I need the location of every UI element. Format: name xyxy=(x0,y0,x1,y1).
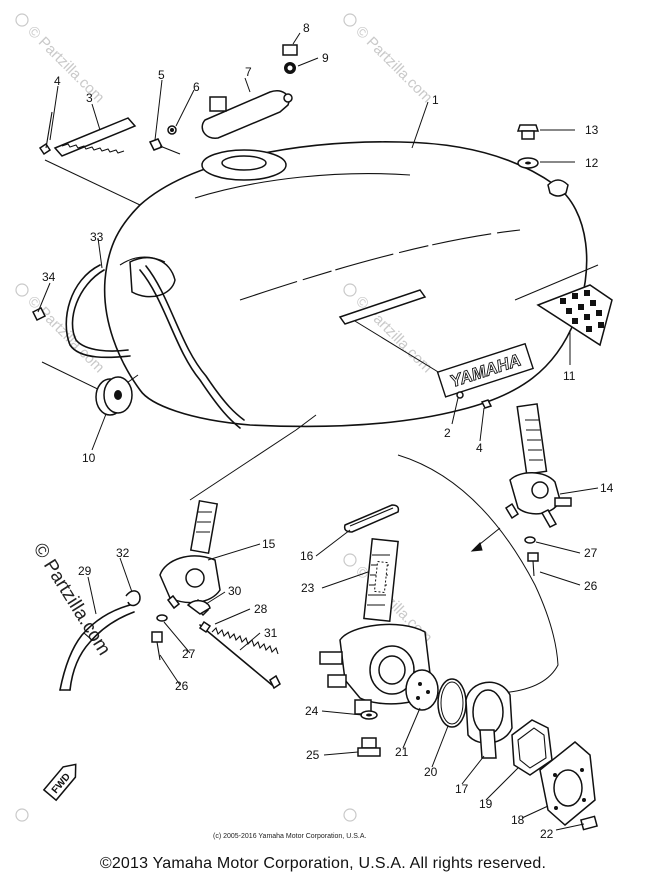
reference-lines xyxy=(41,159,599,694)
callout-24: 24 xyxy=(305,704,319,718)
screw-and-nut xyxy=(282,44,298,74)
callout-27: 27 xyxy=(182,647,196,661)
callout-34: 34 xyxy=(42,270,56,284)
partzilla-watermark: © Partzilla.com xyxy=(29,540,115,660)
side-plate xyxy=(53,117,137,157)
callout-7: 7 xyxy=(245,65,252,79)
callout-1: 1 xyxy=(432,93,439,107)
cover-screw xyxy=(580,815,598,831)
callout-15: 15 xyxy=(262,537,276,551)
fwd-arrow: FWD xyxy=(42,763,77,802)
trim-hose xyxy=(65,264,245,429)
callout-26: 26 xyxy=(175,679,189,693)
callout-21: 21 xyxy=(395,745,409,759)
leader-lines xyxy=(37,32,599,831)
rubber-pad xyxy=(536,284,613,347)
callout-11: 11 xyxy=(563,369,576,383)
callout-10: 10 xyxy=(82,451,96,465)
clip xyxy=(31,306,47,322)
callout-14: 14 xyxy=(600,481,614,495)
fuel-hose-and-clip xyxy=(59,590,141,691)
callout-29: 29 xyxy=(78,564,92,578)
callout-3: 3 xyxy=(86,91,93,105)
callout-25: 25 xyxy=(306,748,320,762)
callout-4: 4 xyxy=(54,74,61,88)
hose-clamp xyxy=(186,600,211,615)
watermark-text: © Partzilla.com xyxy=(352,23,435,106)
callout-6: 6 xyxy=(193,80,200,94)
filler-cap xyxy=(201,90,293,139)
rear-bolt-and-washer xyxy=(516,124,540,169)
washer-and-bolt-right xyxy=(524,536,539,577)
small-credit: (c) 2005-2016 Yamaha Motor Corporation, … xyxy=(213,833,367,840)
callout-2: 2 xyxy=(444,426,451,440)
tank-emblem: YAMAHA xyxy=(436,342,534,398)
callout-20: 20 xyxy=(424,765,438,779)
valve-disc xyxy=(405,669,439,711)
callout-23: 23 xyxy=(301,581,315,595)
callout-12: 12 xyxy=(585,156,599,170)
callout-numbers: 1 2 3 4 5 6 7 8 9 10 11 12 13 14 15 16 1… xyxy=(42,21,614,841)
rubber-cushion xyxy=(95,376,133,416)
callout-13: 13 xyxy=(585,123,599,137)
washer-and-bolt-left xyxy=(151,614,168,661)
callout-32: 32 xyxy=(116,546,130,560)
callout-9: 9 xyxy=(322,51,329,65)
o-ring-16 xyxy=(343,504,400,533)
spring-rod xyxy=(198,620,281,690)
callout-5: 5 xyxy=(158,68,165,82)
gasket-and-plug xyxy=(357,710,381,757)
callout-28: 28 xyxy=(254,602,268,616)
emblem-screws xyxy=(456,391,493,409)
callout-4-lower: 4 xyxy=(476,441,483,455)
watermark-text: © Partzilla.com xyxy=(24,23,107,106)
fuel-strainer xyxy=(363,538,399,622)
callout-26-right: 26 xyxy=(584,579,598,593)
fuel-cock-15 xyxy=(159,499,221,617)
copyright-notice: ©2013 Yamaha Motor Corporation, U.S.A. A… xyxy=(99,855,547,872)
callout-22: 22 xyxy=(540,827,554,841)
callout-18: 18 xyxy=(511,813,525,827)
callout-16: 16 xyxy=(300,549,314,563)
callout-30: 30 xyxy=(228,584,242,598)
cover-plate xyxy=(539,741,596,826)
fuel-tank xyxy=(103,141,588,428)
callout-17: 17 xyxy=(455,782,469,796)
watermark-text: © Partzilla.com xyxy=(24,293,107,376)
callout-31: 31 xyxy=(264,626,278,640)
callout-8: 8 xyxy=(303,21,310,35)
o-ring-20 xyxy=(437,678,467,728)
bolts xyxy=(38,111,181,156)
valve-lever xyxy=(465,681,513,759)
callout-27-right: 27 xyxy=(584,546,598,560)
svg-text:© Partzilla.com: © Partzilla.com xyxy=(29,540,115,660)
fuel-cock-14 xyxy=(504,403,572,528)
callout-19: 19 xyxy=(479,797,493,811)
callout-33: 33 xyxy=(90,230,104,244)
